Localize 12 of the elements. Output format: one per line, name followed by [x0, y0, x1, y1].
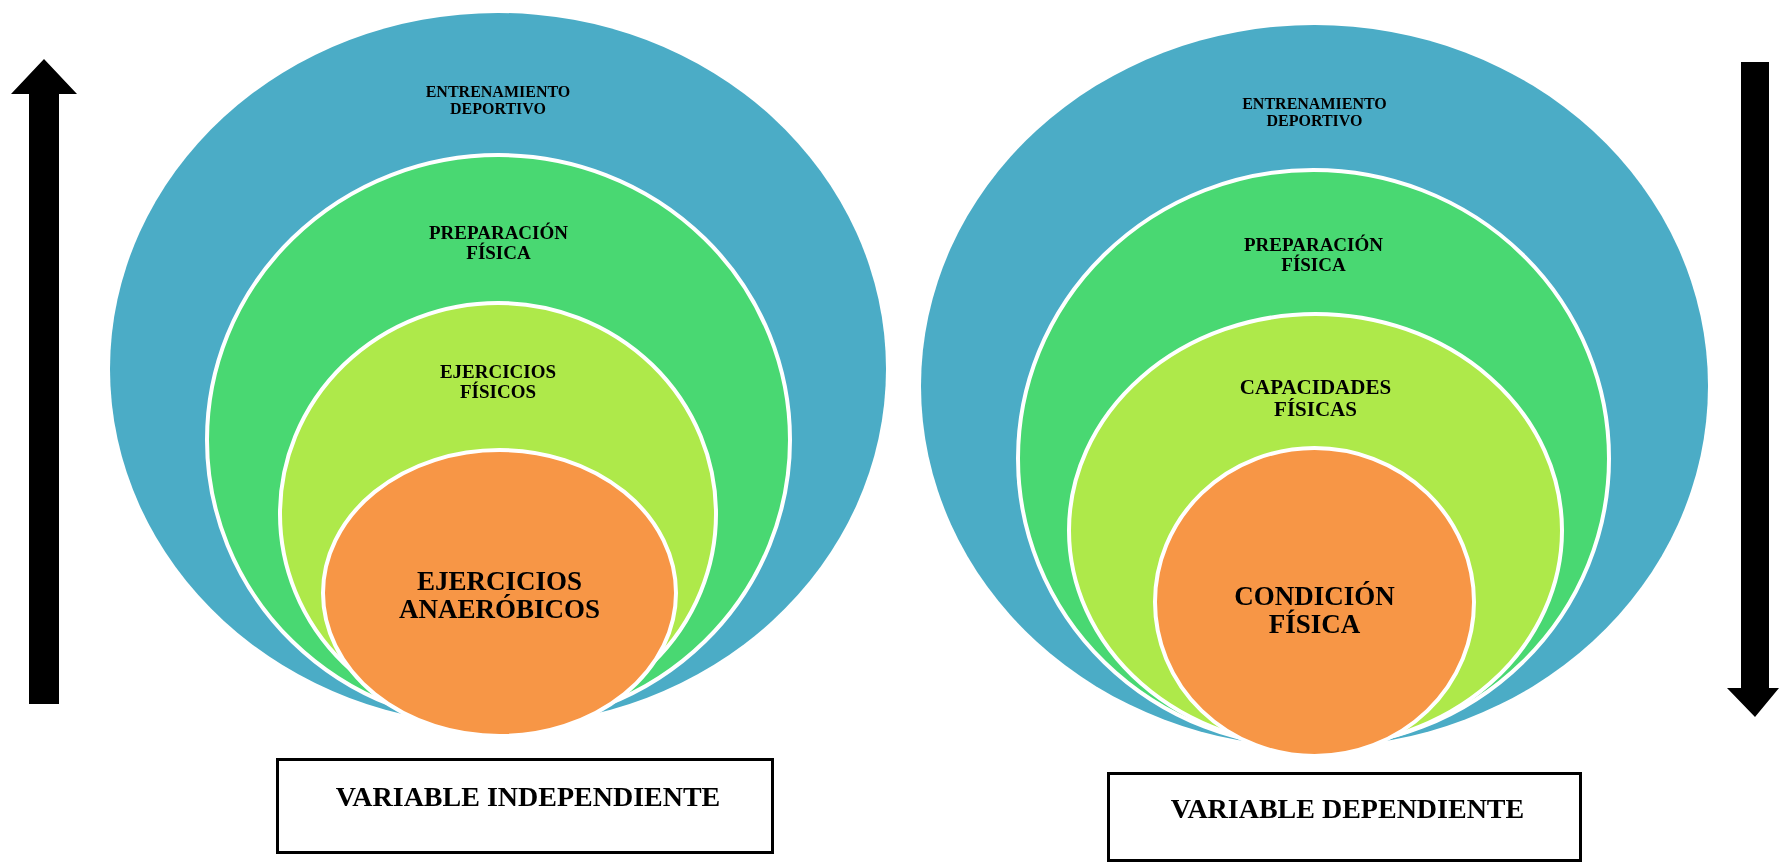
- ellipse-label: ENTRENAMIENTO DEPORTIVO: [424, 84, 572, 118]
- label-box: [1107, 772, 1582, 862]
- box-label: VARIABLE DEPENDIENTE: [1169, 794, 1526, 824]
- ellipse-label: ENTRENAMIENTO DEPORTIVO: [1241, 96, 1388, 130]
- ellipse-label: PREPARACIÓN FÍSICA: [1243, 235, 1384, 275]
- ellipse-label: PREPARACIÓN FÍSICA: [428, 223, 569, 263]
- box-label: VARIABLE INDEPENDIENTE: [334, 782, 722, 812]
- ellipse-label: CONDICIÓN FÍSICA: [1233, 581, 1396, 639]
- label-box: [276, 758, 774, 854]
- ellipse-label: EJERCICIOS ANAERÓBICOS: [397, 566, 601, 624]
- ellipse-label: EJERCICIOS FÍSICOS: [438, 362, 558, 402]
- ellipse-label: CAPACIDADES FÍSICAS: [1238, 375, 1393, 421]
